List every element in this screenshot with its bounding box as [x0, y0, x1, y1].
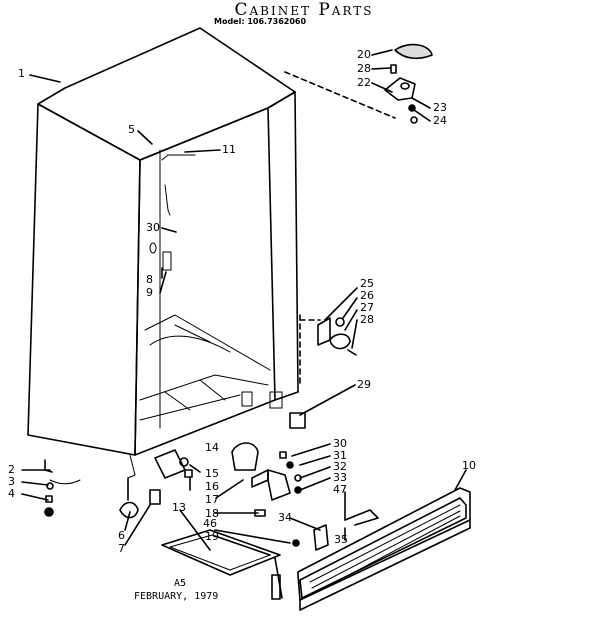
- callout-23: 23: [433, 101, 447, 114]
- callout-28b: 28: [360, 313, 374, 326]
- model-number: Model: 106.7362060: [214, 17, 307, 26]
- callout-19: 19: [205, 530, 219, 543]
- callout-8: 8: [146, 273, 153, 286]
- callout-7: 7: [118, 542, 125, 555]
- callout-24: 24: [433, 114, 447, 127]
- callout-16: 16: [205, 480, 219, 493]
- callout-47: 47: [333, 483, 347, 496]
- callout-15: 15: [205, 467, 219, 480]
- callout-11: 11: [222, 143, 236, 156]
- bracket-parts: [231, 442, 379, 551]
- callout-26: 26: [360, 289, 374, 302]
- callout-17: 17: [205, 493, 219, 506]
- callout-28: 28: [357, 62, 371, 75]
- callout-9: 9: [146, 286, 153, 299]
- callout-34: 34: [278, 511, 292, 524]
- callout-32: 32: [333, 460, 347, 473]
- callout-18: 18: [205, 507, 219, 520]
- callout-22: 22: [357, 76, 371, 89]
- callout-29: 29: [357, 378, 371, 391]
- callout-2: 2: [8, 463, 15, 476]
- drain-pan: [161, 529, 283, 600]
- callout-30: 30: [146, 221, 160, 234]
- grille: [297, 487, 471, 611]
- leveling-parts: [44, 449, 193, 519]
- callout-27: 27: [360, 301, 374, 314]
- callout-20: 20: [357, 48, 371, 61]
- callout-30b: 30: [333, 437, 347, 450]
- hinge-parts: [289, 317, 357, 429]
- footer-code: A5: [174, 578, 187, 589]
- handle-parts: [384, 43, 433, 124]
- callout-14: 14: [205, 441, 219, 454]
- callout-1: 1: [18, 67, 25, 80]
- callout-4: 4: [8, 487, 15, 500]
- callout-35: 35: [334, 533, 348, 546]
- callout-25: 25: [360, 277, 374, 290]
- callout-10: 10: [462, 459, 476, 472]
- callout-13: 13: [172, 501, 186, 514]
- callout-3: 3: [8, 475, 15, 488]
- cabinet-body: [27, 27, 299, 479]
- diagram-title: Cabinet Parts: [234, 0, 374, 20]
- callout-33: 33: [333, 471, 347, 484]
- callout-5: 5: [128, 123, 135, 136]
- callout-46: 46: [203, 517, 217, 530]
- callout-31: 31: [333, 449, 347, 462]
- leader-lines: [21, 49, 467, 556]
- callout-6: 6: [118, 529, 125, 542]
- footer-date: FEBRUARY, 1979: [134, 591, 219, 602]
